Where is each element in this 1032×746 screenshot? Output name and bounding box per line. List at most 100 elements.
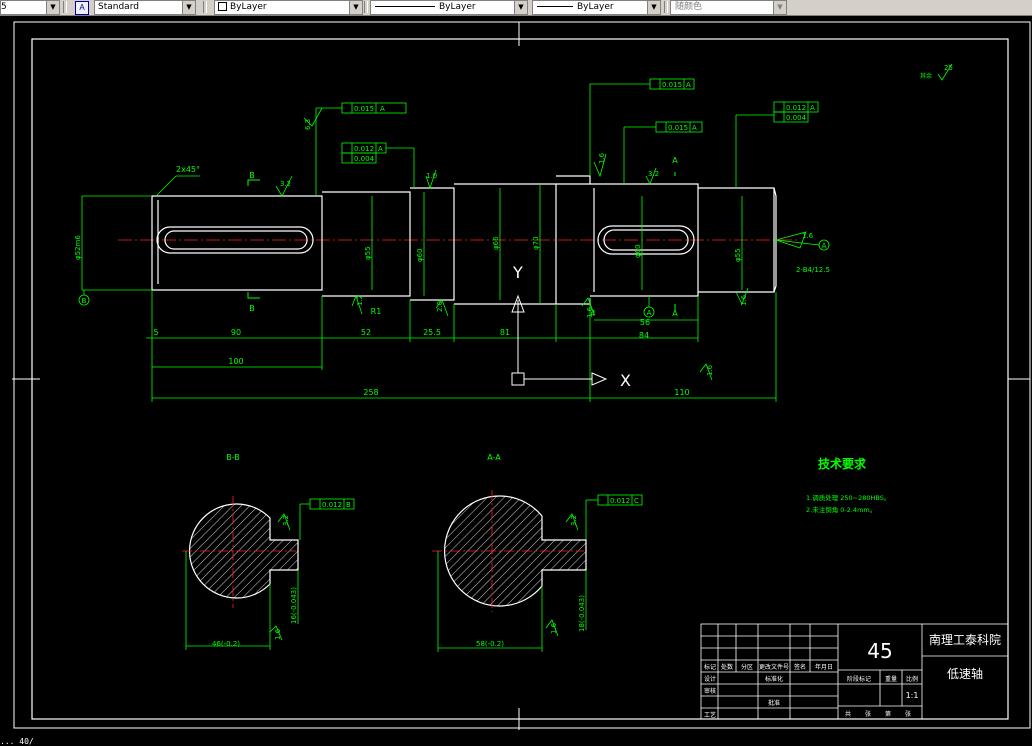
- tb-left-label: 工艺: [704, 711, 716, 719]
- crosshair-ticks: [12, 22, 1030, 730]
- fcf-ref: A: [810, 104, 815, 112]
- datum-symbols: [78, 239, 830, 318]
- title-block: [700, 623, 1009, 720]
- line-preview-icon: [375, 6, 435, 7]
- chamfer-leader: [155, 175, 200, 197]
- tb-std-label: 标准化: [765, 675, 783, 683]
- chevron-down-icon[interactable]: ▼: [647, 1, 660, 14]
- roughness-value: 3.2: [282, 515, 290, 526]
- ucs-icon: [511, 294, 608, 386]
- tb-row-label: 更改文件号: [759, 663, 789, 671]
- dia-label: φ60: [416, 248, 424, 262]
- tech-title: 技术要求: [818, 456, 867, 471]
- fcf-value: 0.015: [668, 124, 688, 132]
- lineweight-combo[interactable]: ByLayer ▼: [532, 0, 661, 15]
- tb-row-label: 年月日: [815, 663, 833, 671]
- tb-row-label: 标记: [704, 663, 716, 671]
- text-style-combo[interactable]: Standard▼: [94, 0, 196, 15]
- dia-label: φ52m6: [74, 235, 82, 260]
- dim-100: 100: [228, 357, 243, 366]
- properties-toolbar: 5▼ A Standard▼ ByLayer▼ ByLayer▼ ByLayer…: [0, 0, 1032, 16]
- fcf-value: 0.015: [354, 105, 374, 113]
- text-style-icon[interactable]: A: [75, 1, 89, 15]
- fcf-ref: A: [686, 81, 691, 89]
- dia-label: φ55: [364, 246, 372, 260]
- layer-combo[interactable]: ByLayer▼: [214, 0, 363, 15]
- dia-label: φ66: [492, 236, 500, 250]
- chevron-down-icon[interactable]: ▼: [182, 1, 195, 14]
- section-bb-dims: [185, 551, 299, 650]
- diameter-dimension-lines: [81, 184, 743, 304]
- roughness-value: 1.6: [550, 622, 558, 634]
- color-value: 随颜色: [675, 2, 703, 12]
- datum-labels: B A A: [82, 242, 827, 317]
- roughness-value: 3.2: [280, 180, 291, 188]
- command-line[interactable]: ... 40/: [0, 738, 1032, 746]
- roughness-value: 2.0: [436, 301, 444, 312]
- style-prefix-combo[interactable]: 5▼: [0, 0, 60, 15]
- linetype-combo[interactable]: ByLayer▼: [370, 0, 528, 15]
- aa-key-dim: 18(-0.043): [578, 595, 586, 632]
- roughness-value: 1.6: [706, 364, 714, 376]
- toolbar-separator: [364, 1, 368, 13]
- tb-left-label: 审核: [704, 687, 716, 695]
- chevron-down-icon[interactable]: ▼: [46, 1, 59, 14]
- fcf-value: 0.012: [354, 145, 374, 153]
- tb-row-label: 分区: [741, 663, 753, 671]
- color-combo[interactable]: 随颜色 ▼: [670, 0, 787, 15]
- title-block-labels: 阶段标记 重量 比例 1:1 共 张 第 张 标记 处数 分区 更改文件号 签名…: [704, 663, 918, 719]
- chevron-down-icon[interactable]: ▼: [773, 1, 786, 14]
- color-swatch-icon: [218, 2, 227, 11]
- dia-label: φ60: [634, 244, 642, 258]
- tech-item-1: 1.调质处理 250~280HBS。: [806, 493, 890, 502]
- fcf-value: 0.012: [322, 501, 342, 509]
- toolbar-separator: [63, 1, 67, 13]
- roughness-value: 1.2: [356, 295, 364, 306]
- fcf-value: 0.012: [610, 497, 630, 505]
- dim-84: 84: [639, 331, 649, 340]
- dim-90: 90: [231, 328, 241, 337]
- roughness-labels: 6.3 3.2 1.0 1.2 2.0 1.6 3.2 1.6 1.6 1.6 …: [274, 64, 953, 640]
- roughness-value: 1.6: [802, 232, 814, 240]
- tb-row-label: 处数: [721, 663, 733, 671]
- length-labels: 5 90 52 25.5 81 4 56 84 100 258 110 R1: [153, 307, 689, 397]
- dim-258: 258: [363, 388, 378, 397]
- datum-b: B: [82, 297, 87, 305]
- material: 45: [867, 639, 892, 663]
- chevron-down-icon[interactable]: ▼: [349, 1, 362, 14]
- tb-left-label: 设计: [704, 675, 716, 683]
- roughness-value: 3.2: [648, 170, 659, 178]
- bb-width-dim: 46(-0.2): [212, 640, 240, 648]
- section-b-top: B: [249, 171, 255, 180]
- roughness-value: 1.6: [598, 152, 606, 164]
- drawing-canvas[interactable]: φ52m6 φ55 φ60 φ66 φ70 φ60 φ55 5 90 52 25…: [0, 16, 1032, 738]
- roughness-value: 1.6: [586, 306, 594, 318]
- dim-81: 81: [500, 328, 510, 337]
- shaft-outline[interactable]: [151, 175, 777, 305]
- lineweight-value: ByLayer: [577, 2, 614, 12]
- dia-label: φ70: [532, 236, 540, 250]
- section-aa-view[interactable]: [432, 490, 587, 612]
- part-name: 低速轴: [947, 666, 983, 681]
- roughness-value: 25: [944, 64, 953, 72]
- chamfer-label: 2x45°: [176, 165, 200, 174]
- fcf-ref: A: [692, 124, 697, 132]
- keyways[interactable]: [156, 225, 695, 255]
- tb-header: 比例: [906, 675, 918, 683]
- section-bb-view[interactable]: [182, 496, 299, 608]
- ucs-x-label: X: [620, 371, 631, 390]
- sheet-label: 张: [865, 710, 871, 718]
- fcf-frames: [299, 78, 819, 540]
- section-b-bottom: B: [249, 304, 255, 313]
- aa-width-dim: 58(-0.2): [476, 640, 504, 648]
- chevron-down-icon[interactable]: ▼: [514, 1, 527, 14]
- dia-label: φ55: [734, 248, 742, 262]
- diameter-labels: φ52m6 φ55 φ60 φ66 φ70 φ60 φ55: [74, 235, 742, 262]
- section-cut-marks: [247, 172, 676, 310]
- scale-value: 1:1: [906, 691, 919, 700]
- sheet-label: 共: [845, 710, 851, 718]
- tech-item-2: 2.未注倒角 0-2.4mm。: [806, 505, 876, 514]
- tb-header: 重量: [885, 675, 897, 683]
- fcf-ref: C: [634, 497, 639, 505]
- roughness-value: 1.6: [740, 294, 748, 306]
